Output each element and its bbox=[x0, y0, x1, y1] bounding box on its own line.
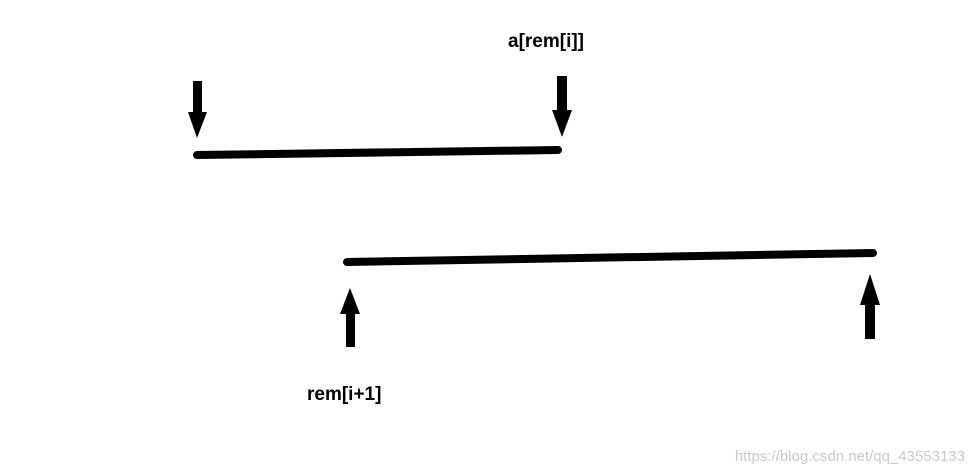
down-arrow-right bbox=[552, 76, 572, 137]
watermark: https://blog.csdn.net/qq_43553133 bbox=[734, 448, 965, 465]
up-arrow-right bbox=[860, 274, 880, 339]
down-arrow-left bbox=[188, 81, 207, 138]
label-bottom: rem[i+1] bbox=[307, 384, 382, 405]
top-segment bbox=[193, 146, 562, 159]
bottom-segment bbox=[343, 249, 877, 266]
up-arrow-left bbox=[340, 288, 360, 347]
label-top: a[rem[i]] bbox=[508, 31, 585, 52]
